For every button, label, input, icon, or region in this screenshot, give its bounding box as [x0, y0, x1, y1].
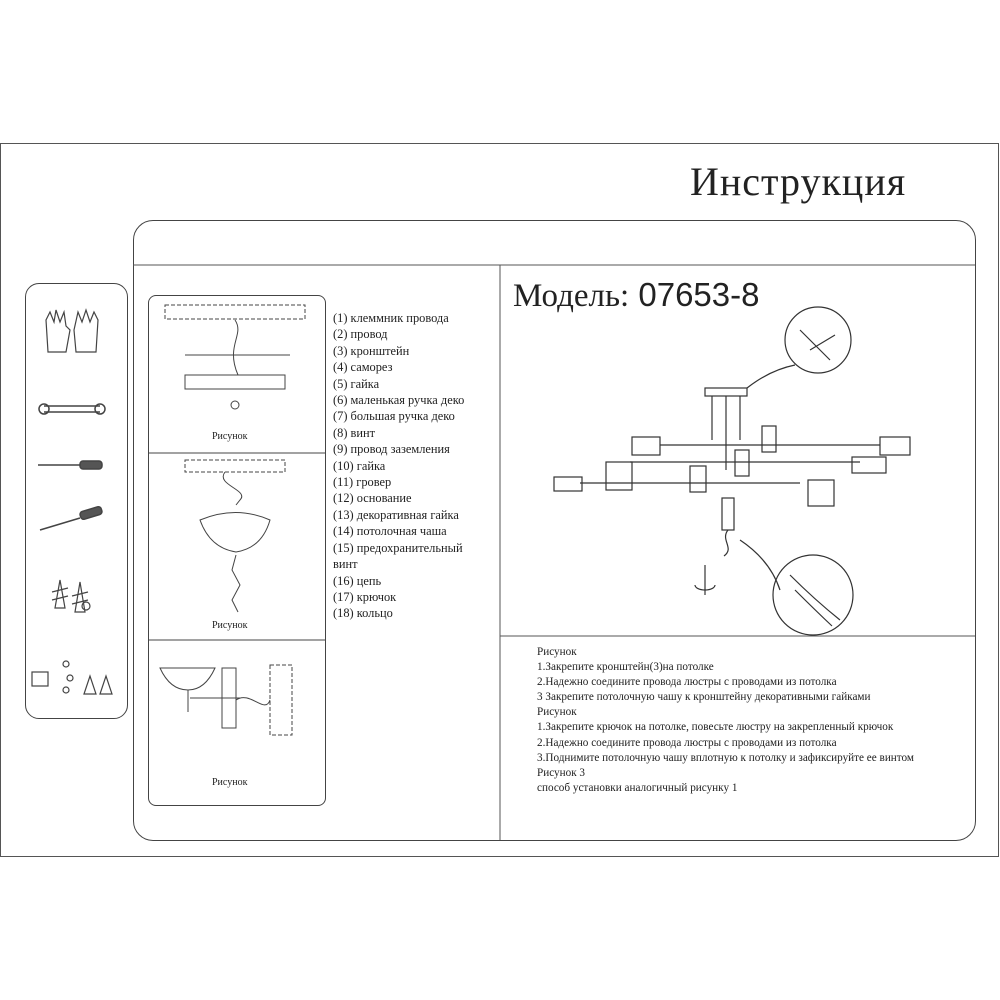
part-item: (4) саморез [333, 360, 393, 375]
part-item: (13) декоративная гайка [333, 507, 459, 522]
connectors-icon [31, 660, 113, 695]
page-title: Инструкция [690, 159, 907, 204]
gloves-icon [45, 308, 99, 353]
figure-1-label: Рисунок [212, 431, 248, 442]
part-item: (17) крючок [333, 589, 397, 604]
instruction-line: 1.Закрепите кронштейн(3)на потолке [537, 661, 714, 674]
part-item: (5) гайка [333, 376, 380, 391]
part-item: (15) предохранительный [333, 540, 463, 555]
page-frame [0, 143, 999, 857]
instruction-line: 3.Поднимите потолочную чашу вплотную к п… [537, 751, 914, 764]
part-item: (9) провод заземления [333, 442, 450, 457]
instruction-line: 2.Надежно соедините провода люстры с про… [537, 676, 837, 689]
part-item: (6) маленькая ручка деко [333, 393, 465, 408]
instruction-line: Рисунок 3 [537, 766, 586, 779]
part-item: (1) клеммник провода [333, 311, 449, 325]
screws-icon [51, 579, 91, 613]
part-item: (16) цепь [333, 573, 382, 588]
part-item: (2) провод [333, 327, 388, 342]
figure-3-label: Рисунок [212, 777, 248, 788]
instruction-line: 2.Надежно соедините провода люстры с про… [537, 736, 837, 749]
phillips-screwdriver-icon [39, 505, 103, 531]
part-item: (10) гайка [333, 458, 386, 473]
parts-list: (1) клеммник провода (2) провод (3) крон… [333, 310, 464, 622]
part-item: (14) потолочная чаша [333, 524, 447, 539]
wrench-icon [38, 403, 106, 415]
instruction-line: 1.Закрепите крючок на потолке, повесьте … [537, 721, 894, 734]
part-item: (7) большая ручка деко [333, 409, 455, 424]
figure-2-label: Рисунок [212, 620, 248, 631]
instruction-panel [133, 220, 976, 841]
instruction-line: Рисунок [537, 646, 577, 658]
model-heading: Модель: 07653-8 [513, 276, 759, 315]
installation-instructions: Рисунок 1.Закрепите кронштейн(3)на потол… [537, 645, 914, 796]
part-item: (18) кольцо [333, 606, 393, 621]
part-item: (11) гровер [333, 475, 392, 490]
tools-sidebar [25, 283, 128, 719]
model-number: 07653-8 [638, 276, 760, 313]
instruction-line: Рисунок [537, 706, 577, 719]
part-item: (12) основание [333, 491, 412, 506]
figures-box [148, 295, 326, 806]
part-item: (8) винт [333, 425, 376, 440]
model-label: Модель: [513, 278, 630, 314]
instruction-line: 3 Закрепите потолочную чашу к кронштейну… [537, 691, 871, 704]
part-item: (3) кронштейн [333, 343, 410, 358]
instruction-line: способ установки аналогичный рисунку 1 [537, 781, 738, 794]
screwdriver-icon [38, 460, 103, 470]
part-item: винт [333, 557, 358, 572]
